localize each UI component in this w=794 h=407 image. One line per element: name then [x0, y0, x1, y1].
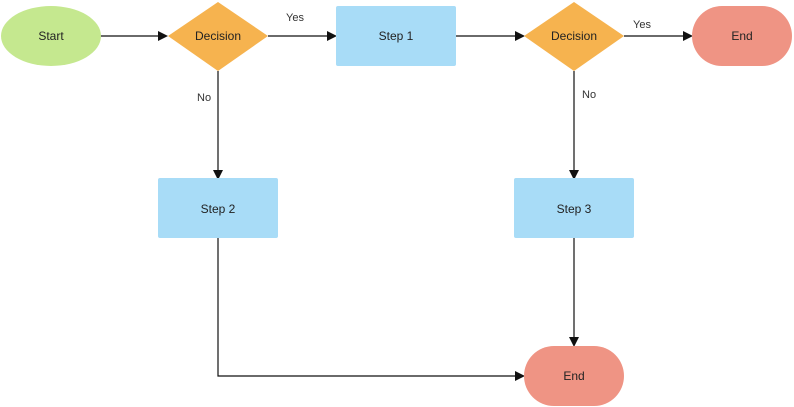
decision-node-1-shape [168, 2, 268, 71]
start-node[interactable]: Start [1, 6, 101, 66]
edge-label-decision-1-no: No [197, 92, 211, 104]
start-node-label: Start [38, 29, 64, 43]
step-node-1-shape [336, 6, 456, 66]
step-node-3-label: Step 3 [557, 202, 592, 216]
end-node-top-shape [692, 6, 792, 66]
end-node-bottom[interactable]: End [524, 346, 624, 406]
edge-label-decision-1-yes: Yes [286, 12, 304, 24]
decision-node-1-label: Decision [195, 29, 241, 43]
connector-step-2-to-end-bottom [217, 238, 525, 381]
end-node-top[interactable]: End [692, 6, 792, 66]
end-node-top-label: End [731, 29, 752, 43]
step-node-2[interactable]: Step 2 [158, 178, 278, 238]
step-node-2-shape [158, 178, 278, 238]
start-node-shape [1, 6, 101, 66]
decision-node-1[interactable]: Decision [168, 2, 268, 71]
step-node-1-label: Step 1 [379, 29, 414, 43]
end-node-bottom-label: End [563, 369, 584, 383]
decision-node-2-shape [524, 2, 624, 71]
connectors [100, 31, 693, 381]
end-node-bottom-shape [524, 346, 624, 406]
decision-node-2-label: Decision [551, 29, 597, 43]
step-node-3-shape [514, 178, 634, 238]
edge-label-decision-2-no: No [582, 89, 596, 101]
step-node-2-label: Step 2 [201, 202, 236, 216]
decision-node-2[interactable]: Decision [524, 2, 624, 71]
step-node-3[interactable]: Step 3 [514, 178, 634, 238]
edge-label-decision-2-yes: Yes [633, 19, 651, 31]
step-node-1[interactable]: Step 1 [336, 6, 456, 66]
